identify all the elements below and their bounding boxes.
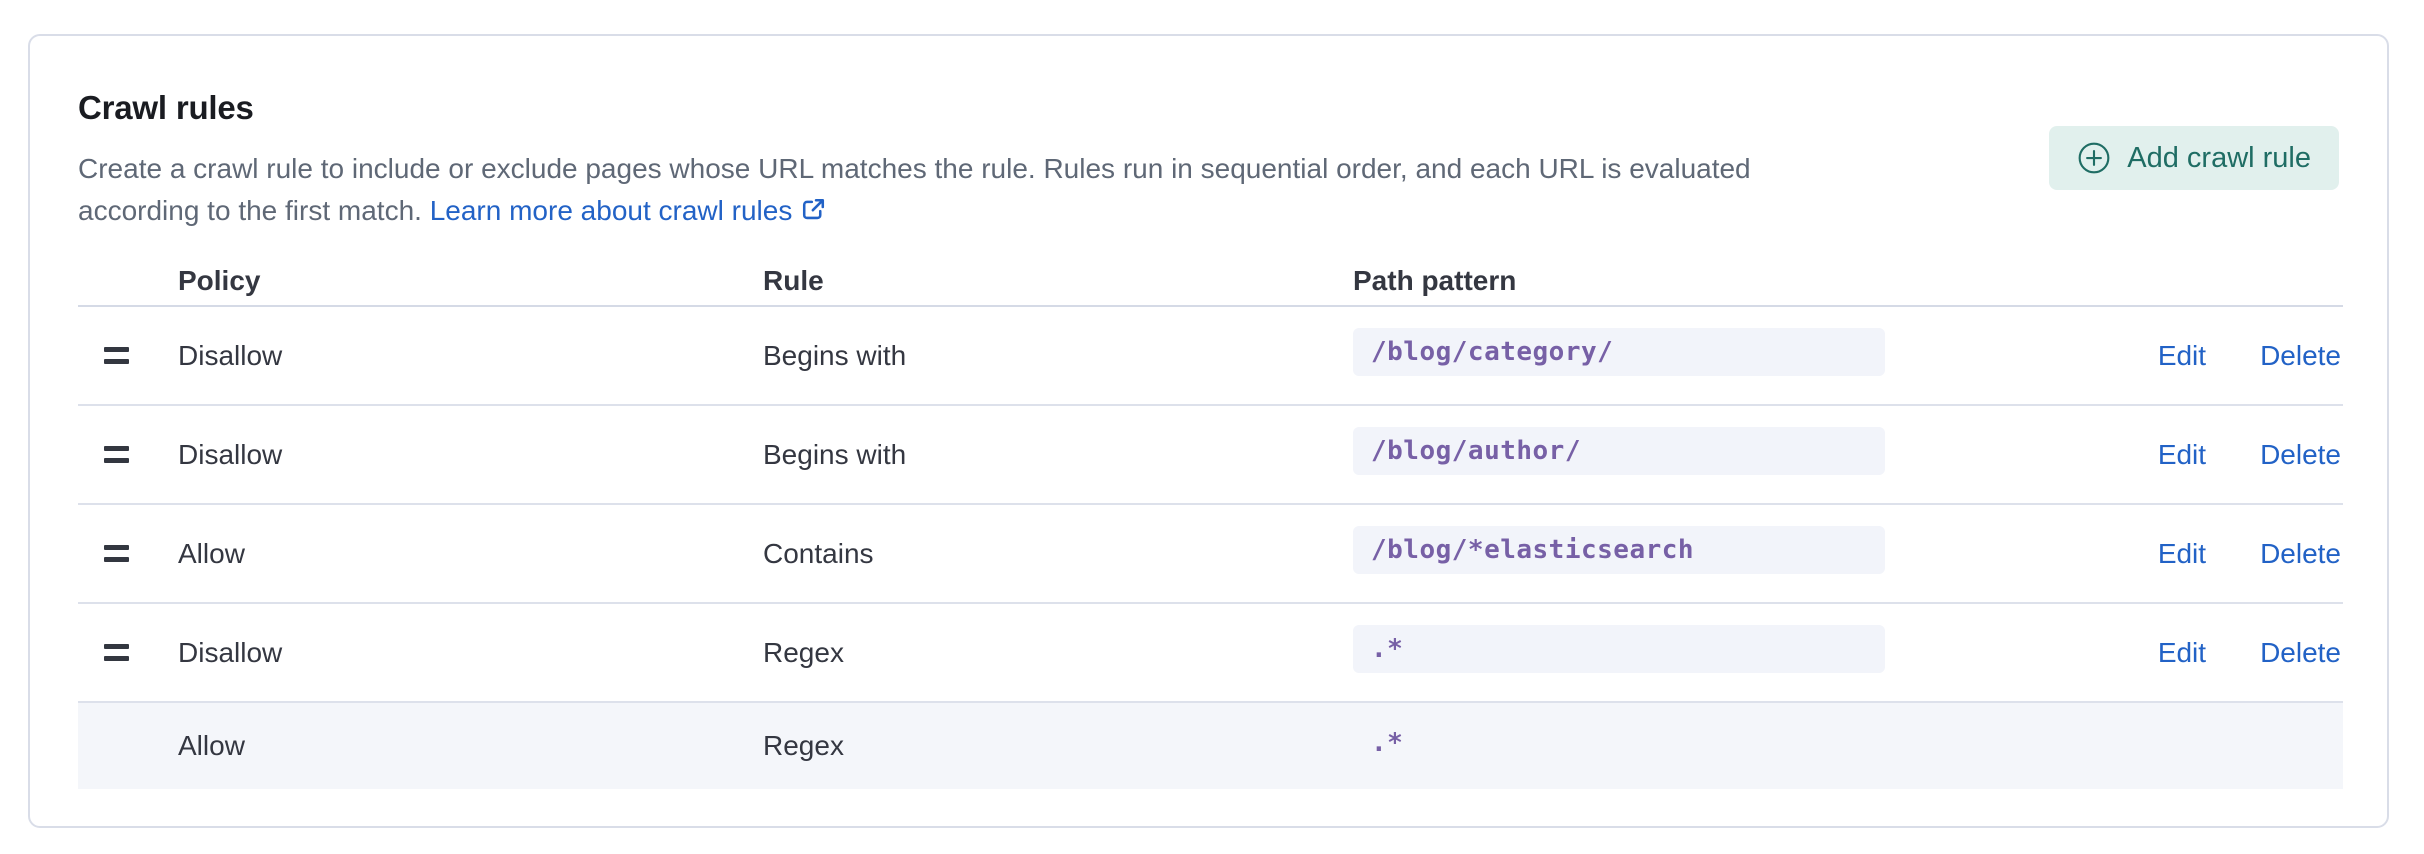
column-header-path-pattern: Path pattern	[1353, 265, 1517, 296]
crawl-rule-row: Allow Contains /blog/*elasticsearch Edit…	[78, 505, 2343, 604]
learn-more-link-label: Learn more about crawl rules	[429, 195, 793, 226]
drag-handle-cell	[78, 438, 178, 471]
policy-cell: Allow	[178, 730, 245, 761]
column-header-policy: Policy	[178, 265, 261, 296]
path-pattern-code: /blog/author/	[1353, 427, 1885, 475]
rule-cell: Begins with	[763, 339, 907, 371]
grab-handle-icon[interactable]	[100, 438, 133, 471]
grab-handle-icon[interactable]	[100, 339, 133, 372]
rule-cell: Regex	[763, 636, 844, 668]
plus-circle-icon	[2077, 141, 2111, 175]
policy-cell: Disallow	[178, 438, 283, 470]
drag-handle-cell	[78, 636, 178, 669]
actions-cell: Edit Delete	[2113, 340, 2343, 372]
external-link-icon	[800, 193, 827, 235]
path-pattern-cell: /blog/author/	[1353, 427, 2113, 482]
learn-more-link[interactable]: Learn more about crawl rules	[430, 195, 828, 226]
path-pattern-code: /blog/*elasticsearch	[1353, 526, 1885, 574]
policy-cell: Disallow	[178, 339, 283, 371]
actions-cell: Edit Delete	[2113, 538, 2343, 570]
grab-handle-icon[interactable]	[100, 537, 133, 570]
path-pattern-code: .*	[1353, 625, 1885, 673]
delete-rule-link[interactable]: Delete	[2260, 339, 2341, 371]
edit-rule-link[interactable]: Edit	[2157, 438, 2207, 470]
rule-cell: Begins with	[763, 438, 907, 470]
path-pattern-cell: .*	[1353, 719, 2113, 774]
delete-rule-link[interactable]: Delete	[2260, 438, 2341, 470]
policy-cell: Disallow	[178, 636, 283, 668]
crawl-rule-row: Disallow Begins with /blog/category/ Edi…	[78, 307, 2343, 406]
rule-cell: Regex	[763, 730, 844, 761]
policy-cell: Allow	[178, 537, 245, 569]
delete-rule-link[interactable]: Delete	[2260, 636, 2341, 668]
drag-handle-cell	[78, 537, 178, 570]
actions-cell: Edit Delete	[2113, 439, 2343, 471]
panel-description: Create a crawl rule to include or exclud…	[78, 148, 1778, 235]
page-title: Crawl rules	[78, 89, 254, 126]
crawl-rule-row: Disallow Regex .* Edit Delete	[78, 604, 2343, 703]
crawl-rule-row: Disallow Begins with /blog/author/ Edit …	[78, 406, 2343, 505]
edit-rule-link[interactable]: Edit	[2157, 339, 2207, 371]
panel-header: Crawl rules Create a crawl rule to inclu…	[78, 86, 2339, 235]
path-pattern-cell: .*	[1353, 625, 2113, 680]
panel-header-text: Crawl rules Create a crawl rule to inclu…	[78, 86, 1778, 235]
path-pattern-code: .*	[1371, 727, 1404, 758]
path-pattern-code: /blog/category/	[1353, 328, 1885, 376]
actions-cell: Edit Delete	[2113, 637, 2343, 669]
edit-rule-link[interactable]: Edit	[2157, 636, 2207, 668]
drag-handle-cell	[78, 339, 178, 372]
panel-description-text: Create a crawl rule to include or exclud…	[78, 153, 1751, 226]
add-crawl-rule-button-label: Add crawl rule	[2127, 141, 2311, 174]
table-header-row: Policy Rule Path pattern	[78, 257, 2343, 307]
path-pattern-cell: /blog/category/	[1353, 328, 2113, 383]
crawl-rules-table: Policy Rule Path pattern Disallow Begins…	[78, 257, 2343, 789]
add-crawl-rule-button[interactable]: Add crawl rule	[2049, 126, 2339, 190]
rule-cell: Contains	[763, 537, 874, 569]
delete-rule-link[interactable]: Delete	[2260, 537, 2341, 569]
grab-handle-icon[interactable]	[100, 636, 133, 669]
crawl-rules-panel: Crawl rules Create a crawl rule to inclu…	[28, 34, 2389, 828]
crawl-rule-row-default: Allow Regex .*	[78, 703, 2343, 789]
column-header-rule: Rule	[763, 265, 824, 296]
edit-rule-link[interactable]: Edit	[2157, 537, 2207, 569]
path-pattern-cell: /blog/*elasticsearch	[1353, 526, 2113, 581]
